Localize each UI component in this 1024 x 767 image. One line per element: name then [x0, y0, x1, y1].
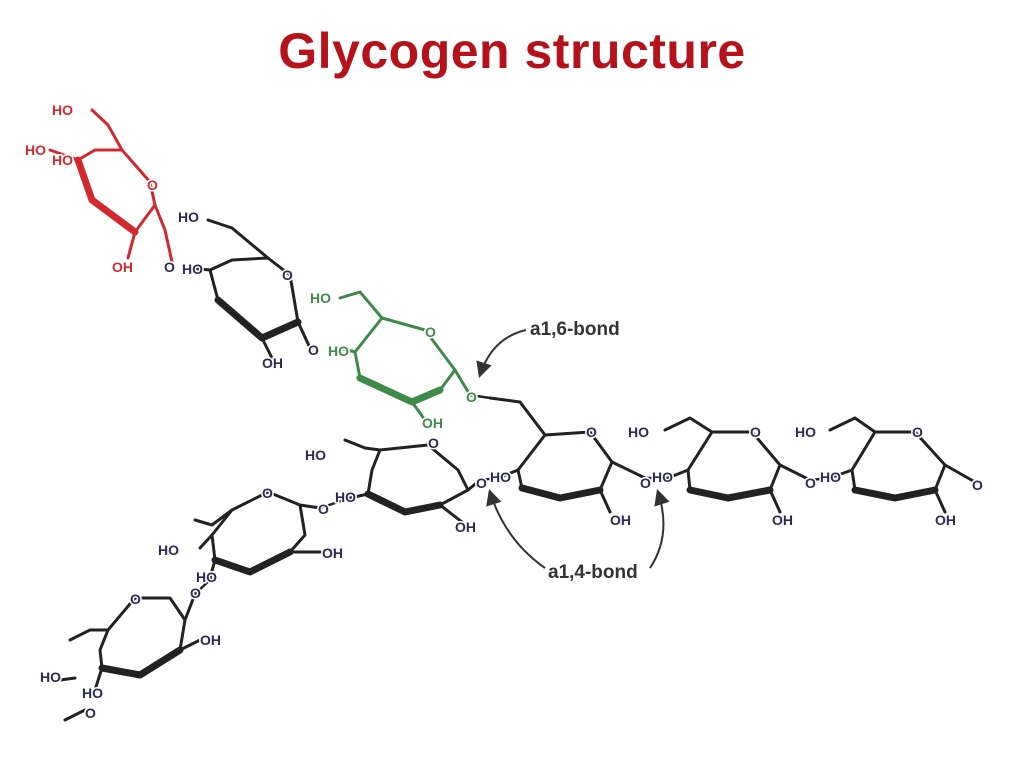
a-ho-left: HO: [335, 489, 356, 505]
a-ho-top: HO: [305, 447, 326, 463]
d-ring-o: O: [912, 424, 923, 440]
d-ho-top: HO: [795, 424, 816, 440]
glycosidic-links: [194, 393, 831, 595]
e-ho-left: HO: [158, 542, 179, 558]
d-ho-left: HO: [820, 469, 841, 485]
d-link-o: O: [972, 477, 983, 493]
black-residue-1: [188, 218, 312, 360]
chain-residue-e: [193, 490, 322, 580]
alpha-1-6-annotation: a1,6-bond: [476, 319, 620, 379]
alpha-1-4-arrow-right: [649, 488, 670, 569]
f-ho-bottom: HO: [82, 685, 103, 701]
c-link-o: O: [805, 475, 816, 491]
chain-residue-a: [343, 438, 482, 524]
e-link-o: O: [318, 501, 329, 517]
green-oh-bottom: OH: [422, 415, 443, 431]
d-oh-bottom: OH: [935, 512, 956, 528]
alpha-1-4-annotation: a1,4-bond: [486, 488, 670, 583]
b1-link-o: O: [308, 342, 319, 358]
c-ring-o: O: [750, 424, 761, 440]
e-ring-o: O: [262, 485, 273, 501]
chain-residue-c: [663, 416, 812, 514]
e-oh-right: OH: [322, 545, 343, 561]
green-ho-top: HO: [310, 290, 331, 306]
chain-residue-f: [58, 592, 202, 722]
green-ho-left: HO: [328, 343, 349, 359]
green-ring-o: O: [425, 324, 436, 340]
green-link-o: O: [466, 389, 477, 405]
b1-ho-top: HO: [178, 209, 199, 225]
c-oh-bottom: OH: [772, 512, 793, 528]
alpha-1-4-label: a1,4-bond: [548, 562, 638, 583]
b-ring-o: O: [586, 424, 597, 440]
b-link-o: O: [640, 475, 651, 491]
red-ho-left: HO: [25, 142, 46, 158]
b-oh-bottom: OH: [610, 512, 631, 528]
f-ho-left: HO: [40, 669, 61, 685]
red-ho-left-2: HO: [52, 152, 73, 168]
red-link-o: O: [164, 259, 175, 275]
b1-oh-bottom: OH: [262, 355, 283, 371]
atom-labels: HO HO HO O OH O HO HO O OH O HO HO O OH …: [24, 101, 985, 723]
b1-ho-left: HO: [182, 261, 203, 277]
c-ho-left: HO: [652, 469, 673, 485]
slide-title: Glycogen structure: [278, 23, 746, 79]
e-ho-bottom: HO: [196, 569, 217, 585]
red-ho-top: HO: [52, 102, 73, 118]
alpha-1-6-label: a1,6-bond: [530, 319, 620, 340]
f-link-o: O: [190, 585, 201, 601]
green-glucose-residue: [338, 290, 472, 422]
f-link-o-bottom: O: [85, 705, 96, 721]
f-ring-o: O: [130, 591, 141, 607]
alpha-1-6-arrow: [476, 329, 527, 379]
a-oh-bottom: OH: [455, 519, 476, 535]
c-ho-top: HO: [628, 424, 649, 440]
chain-residue-d: [828, 416, 977, 514]
red-glucose-residue: [48, 108, 174, 264]
a-link-o: O: [476, 475, 487, 491]
a-ring-o: O: [428, 435, 439, 451]
b-ho-left: HO: [490, 469, 511, 485]
b1-ring-o: O: [282, 267, 293, 283]
chain-residue-b: [488, 396, 647, 514]
alpha-1-4-arrow-left: [486, 488, 546, 569]
red-ring-o: O: [147, 177, 158, 193]
f-oh-right: OH: [200, 632, 221, 648]
red-oh-bottom: OH: [112, 259, 133, 275]
